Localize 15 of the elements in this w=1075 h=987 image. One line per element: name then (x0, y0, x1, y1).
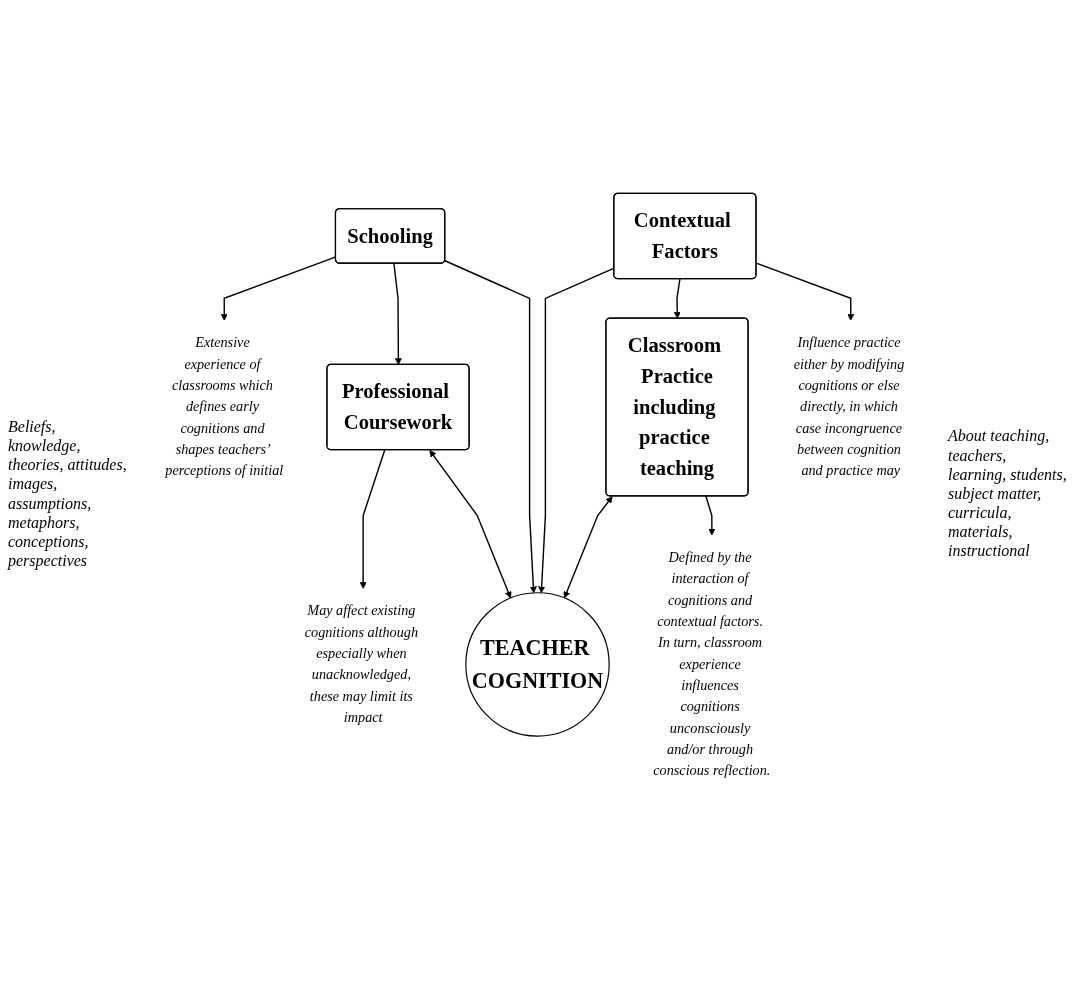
node-text: Defined by the interaction of cognitions and contextual factors. In turn, classroom experience influences cognitions unconsciously and/or through conscious reflection. (653, 549, 771, 779)
node-circle: TEACHER COGNITION (465, 592, 610, 737)
note-text: About teaching, teachers, learning, students, subject matter, curricula, materials, instructional (948, 426, 1067, 561)
note-text: Beliefs, knowledge, theories, attitudes, images, assumptions, metaphors, conceptions, perspectives (8, 416, 127, 571)
arrow (359, 449, 386, 589)
node-text: Influence practice either by modifying cognitions or else directly, in which case incongruence between cognition and practice may (793, 334, 905, 479)
arrow (444, 260, 537, 594)
node-text: Extensive experience of classrooms which defines early cognitions and shapes teachers’ perceptions of initial (165, 334, 284, 479)
arrow (393, 262, 402, 366)
node-text: May affect existing cognitions although especially when unacknowledged, these may limit its impact (304, 602, 419, 726)
arrow (705, 495, 716, 536)
arrow (563, 496, 613, 599)
arrow (429, 450, 512, 599)
arrow (673, 278, 681, 319)
arrow (755, 262, 855, 321)
